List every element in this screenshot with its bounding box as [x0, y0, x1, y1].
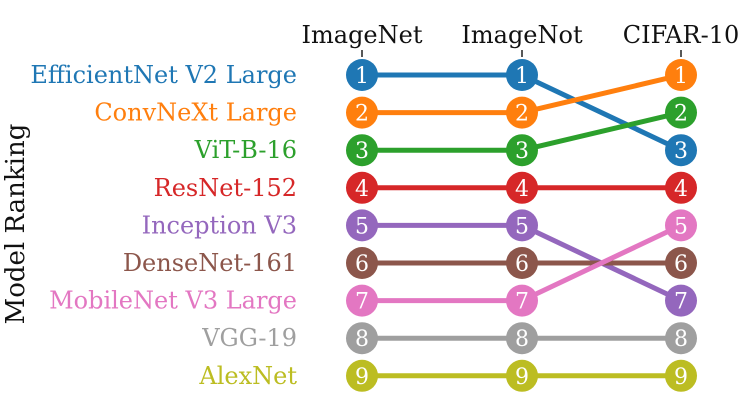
- node-vit-b-16-imagenet: [346, 134, 378, 167]
- node-rank-convnext-large-imagenot: 2: [515, 102, 529, 127]
- label-inception-v3: Inception V3: [142, 211, 297, 239]
- node-convnext-large-imagenot: [506, 96, 538, 129]
- node-rank-efficientnet-v2-large-imagenot: 1: [515, 64, 529, 89]
- label-alexnet: AlexNet: [198, 362, 297, 390]
- node-rank-efficientnet-v2-large-imagenet: 1: [355, 64, 369, 89]
- line-efficientnet-v2-large-2: [519, 72, 684, 153]
- node-rank-vit-b-16-cifar-10: 2: [674, 102, 688, 127]
- node-rank-densenet-161-imagenot: 6: [515, 252, 529, 277]
- node-convnext-large-imagenet: [346, 96, 378, 129]
- node-mobilenet-v3-large-imagenet: [346, 284, 378, 317]
- node-rank-vgg-19-imagenet: 8: [355, 327, 369, 352]
- node-efficientnet-v2-large-imagenet: [346, 59, 378, 91]
- node-alexnet-cifar-10: [665, 359, 697, 392]
- node-rank-efficientnet-v2-large-cifar-10: 3: [674, 139, 688, 164]
- node-rank-vgg-19-imagenot: 8: [515, 327, 529, 352]
- node-rank-alexnet-imagenet: 9: [355, 365, 369, 390]
- line-vit-b-16-2: [519, 110, 684, 153]
- node-rank-vit-b-16-imagenot: 3: [515, 139, 529, 164]
- label-mobilenet-v3-large: MobileNet V3 Large: [49, 287, 297, 315]
- node-rank-densenet-161-imagenet: 6: [355, 252, 369, 277]
- column-title-cifar-10: CIFAR-10: [623, 21, 739, 49]
- node-resnet-152-imagenet: [346, 171, 378, 204]
- node-inception-v3-cifar-10: [665, 284, 697, 317]
- column-ticks: [361, 50, 682, 57]
- node-resnet-152-cifar-10: [665, 171, 697, 204]
- node-rank-convnext-large-imagenet: 2: [355, 102, 369, 127]
- label-vgg-19: VGG-19: [201, 324, 297, 352]
- node-densenet-161-cifar-10: [665, 247, 697, 279]
- node-rank-inception-v3-imagenot: 5: [515, 214, 529, 239]
- node-vit-b-16-cifar-10: [665, 96, 697, 129]
- node-convnext-large-cifar-10: [665, 59, 697, 91]
- node-alexnet-imagenot: [506, 359, 538, 392]
- node-efficientnet-v2-large-cifar-10: [665, 134, 697, 167]
- node-vgg-19-imagenet: [346, 322, 378, 355]
- column-title-imagenot: ImageNot: [461, 21, 583, 49]
- node-rank-alexnet-imagenot: 9: [515, 365, 529, 390]
- node-inception-v3-imagenet: [346, 209, 378, 242]
- node-rank-inception-v3-cifar-10: 7: [674, 290, 688, 315]
- node-rank-vgg-19-cifar-10: 8: [674, 327, 688, 352]
- node-vit-b-16-imagenot: [506, 134, 538, 167]
- node-rank-vit-b-16-imagenet: 3: [355, 139, 369, 164]
- column-title-imagenet: ImageNet: [302, 21, 423, 49]
- node-vgg-19-cifar-10: [665, 322, 697, 355]
- node-rank-mobilenet-v3-large-cifar-10: 5: [674, 214, 688, 239]
- node-rank-convnext-large-cifar-10: 1: [674, 64, 688, 89]
- node-inception-v3-imagenot: [506, 209, 538, 242]
- series-lines: [359, 72, 684, 379]
- line-convnext-large-2: [519, 72, 684, 116]
- node-rank-alexnet-cifar-10: 9: [674, 365, 688, 390]
- node-rank-mobilenet-v3-large-imagenot: 7: [515, 290, 529, 315]
- y-axis-label: Model Ranking: [1, 124, 31, 325]
- node-rank-resnet-152-imagenet: 4: [355, 177, 369, 202]
- column-titles: ImageNet ImageNot CIFAR-10: [302, 21, 740, 49]
- node-resnet-152-imagenot: [506, 171, 538, 204]
- rank-nodes: 1 1 3 2 2 1 3 3 2 4 4 4 5 5 7 6 6 6 7 7 5 8 8 8 9 9 9: [346, 59, 697, 392]
- node-densenet-161-imagenot: [506, 247, 538, 279]
- label-efficientnet-v2-large: EfficientNet V2 Large: [30, 61, 297, 89]
- label-convnext-large: ConvNeXt Large: [94, 99, 297, 127]
- label-densenet-161: DenseNet-161: [123, 249, 297, 277]
- node-rank-resnet-152-cifar-10: 4: [674, 177, 688, 202]
- label-vit-b-16: ViT-B-16: [194, 136, 297, 164]
- line-mobilenet-v3-large-2: [519, 222, 684, 304]
- node-rank-densenet-161-cifar-10: 6: [674, 252, 688, 277]
- node-rank-resnet-152-imagenot: 4: [515, 177, 529, 202]
- node-vgg-19-imagenot: [506, 322, 538, 355]
- node-rank-inception-v3-imagenet: 5: [355, 214, 369, 239]
- node-mobilenet-v3-large-imagenot: [506, 284, 538, 317]
- label-resnet-152: ResNet-152: [154, 174, 297, 202]
- node-densenet-161-imagenet: [346, 247, 378, 279]
- node-alexnet-imagenet: [346, 359, 378, 392]
- node-rank-mobilenet-v3-large-imagenet: 7: [355, 290, 369, 315]
- node-mobilenet-v3-large-cifar-10: [665, 209, 697, 242]
- node-efficientnet-v2-large-imagenot: [506, 59, 538, 91]
